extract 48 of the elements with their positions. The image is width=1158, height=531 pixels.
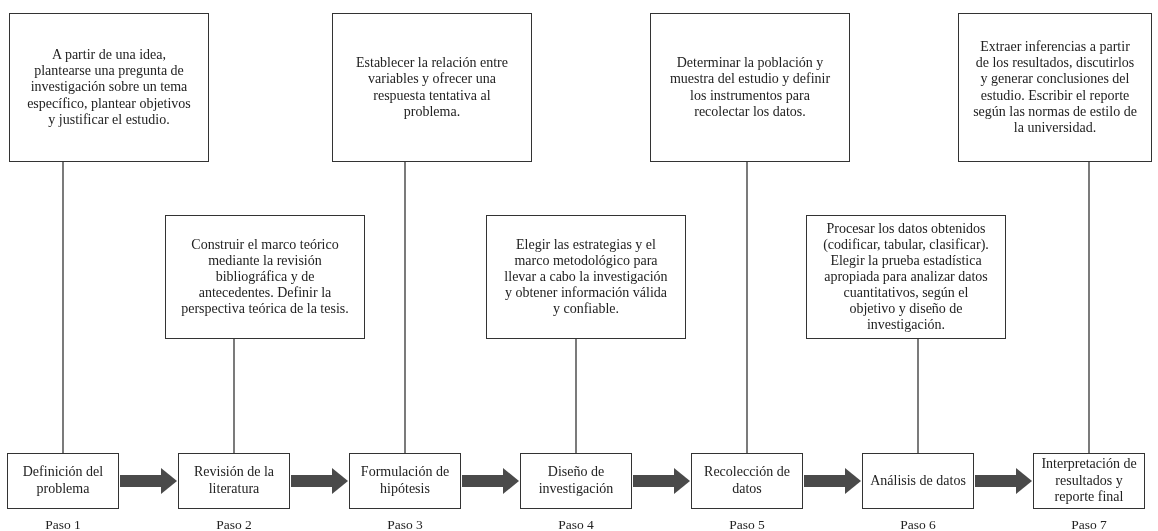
- step-box: [349, 453, 461, 509]
- step-title: Formulación de hipótesis: [359, 464, 451, 498]
- block-arrow: [804, 468, 861, 494]
- step-title: Recolección de datos: [703, 464, 791, 498]
- block-arrow: [462, 468, 519, 494]
- description-box: [958, 13, 1152, 162]
- block-arrow: [291, 468, 348, 494]
- step-box: [691, 453, 803, 509]
- step-box: [520, 453, 632, 509]
- step-number: Paso 1: [44, 517, 82, 531]
- step-number: Paso 6: [899, 517, 937, 531]
- block-arrow: [975, 468, 1032, 494]
- step-description: Extraer inferencias a partir de los resultados, discutirlos y generar conclusiones del estudio. Escribir el reporte según las normas de estilo de la universidad.: [972, 39, 1138, 136]
- description-box: [9, 13, 209, 162]
- connector-line: [917, 338, 919, 454]
- connector-line: [404, 161, 406, 454]
- step-description: A partir de una idea, plantearse una pregunta de investigación sobre un tema específico, plantear objetivos y justificar el estudio.: [26, 47, 192, 128]
- connector-line: [575, 338, 577, 454]
- step-box: [7, 453, 119, 509]
- description-box: [650, 13, 850, 162]
- step-title: Análisis de datos: [870, 472, 966, 490]
- connector-line: [746, 161, 748, 454]
- description-box: [165, 215, 365, 339]
- description-box: [486, 215, 686, 339]
- block-arrow: [120, 468, 177, 494]
- step-number: Paso 3: [386, 517, 424, 531]
- step-description: Procesar los datos obtenidos (codificar, tabular, clasificar). Elegir la prueba estadística apropiada para analizar datos cuantitativos, según el objetivo y diseño de investigación.: [822, 220, 990, 334]
- step-number: Paso 5: [728, 517, 766, 531]
- connector-line: [233, 338, 235, 454]
- step-box: [178, 453, 290, 509]
- description-box: [806, 215, 1006, 339]
- step-number: Paso 2: [215, 517, 253, 531]
- connector-line: [1088, 161, 1090, 454]
- block-arrow: [633, 468, 690, 494]
- step-description: Elegir las estrategias y el marco metodológico para llevar a cabo la investigación y obtener información válida y confiable.: [503, 236, 669, 318]
- step-description: Determinar la población y muestra del estudio y definir los instrumentos para recolectar los datos.: [668, 55, 832, 120]
- connector-line: [62, 161, 64, 454]
- step-title: Revisión de la literatura: [192, 464, 276, 498]
- step-box: [1033, 453, 1145, 509]
- step-title: Interpretación de resultados y reporte final: [1040, 455, 1138, 507]
- step-description: Establecer la relación entre variables y ofrecer una respuesta tentativa al problema.: [355, 55, 509, 120]
- description-box: [332, 13, 532, 162]
- step-title: Diseño de investigación: [537, 464, 615, 498]
- step-number: Paso 4: [557, 517, 595, 531]
- step-title: Definición del problema: [21, 464, 105, 498]
- step-number: Paso 7: [1070, 517, 1108, 531]
- step-box: [862, 453, 974, 509]
- step-description: Construir el marco teórico mediante la revisión bibliográfica y de antecedentes. Definir la perspectiva teórica de la tesis.: [180, 236, 350, 318]
